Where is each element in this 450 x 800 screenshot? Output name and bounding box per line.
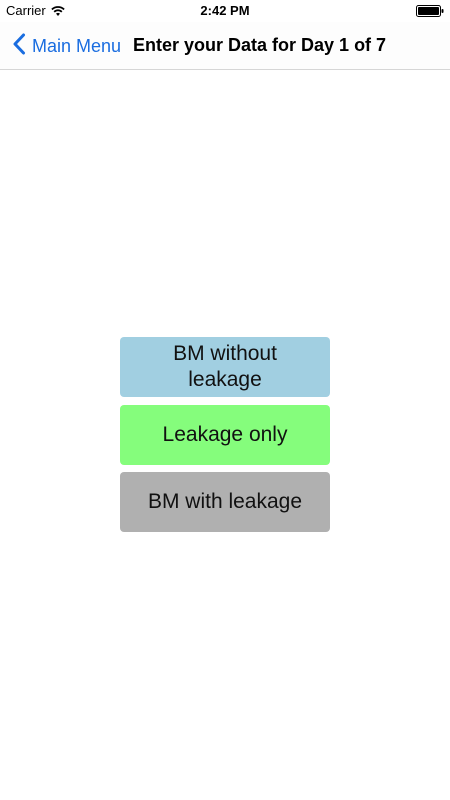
back-label: Main Menu — [32, 36, 122, 56]
wifi-icon — [51, 5, 65, 16]
status-bar: Carrier 2:42 PM — [0, 0, 450, 22]
navigation-bar: Main Menu Enter your Data for Day 1 of 7 — [0, 22, 450, 70]
bm-with-leakage-button[interactable]: BM with leakage — [120, 472, 330, 532]
bm-without-leakage-button[interactable]: BM without leakage — [120, 337, 330, 397]
page-title: Enter your Data for Day 1 of 7 — [133, 35, 387, 55]
back-button[interactable]: Main Menu — [12, 33, 121, 60]
leakage-only-label: Leakage only — [162, 423, 288, 446]
status-left: Carrier — [6, 3, 65, 18]
bm-without-leakage-label: BM without leakage — [173, 342, 277, 391]
leakage-only-button[interactable]: Leakage only — [120, 405, 330, 465]
bm-with-leakage-label: BM with leakage — [147, 490, 303, 513]
status-time: 2:42 PM — [200, 3, 250, 18]
carrier-label: Carrier — [6, 3, 46, 18]
chevron-left-icon — [12, 33, 32, 60]
battery-icon — [416, 5, 444, 17]
